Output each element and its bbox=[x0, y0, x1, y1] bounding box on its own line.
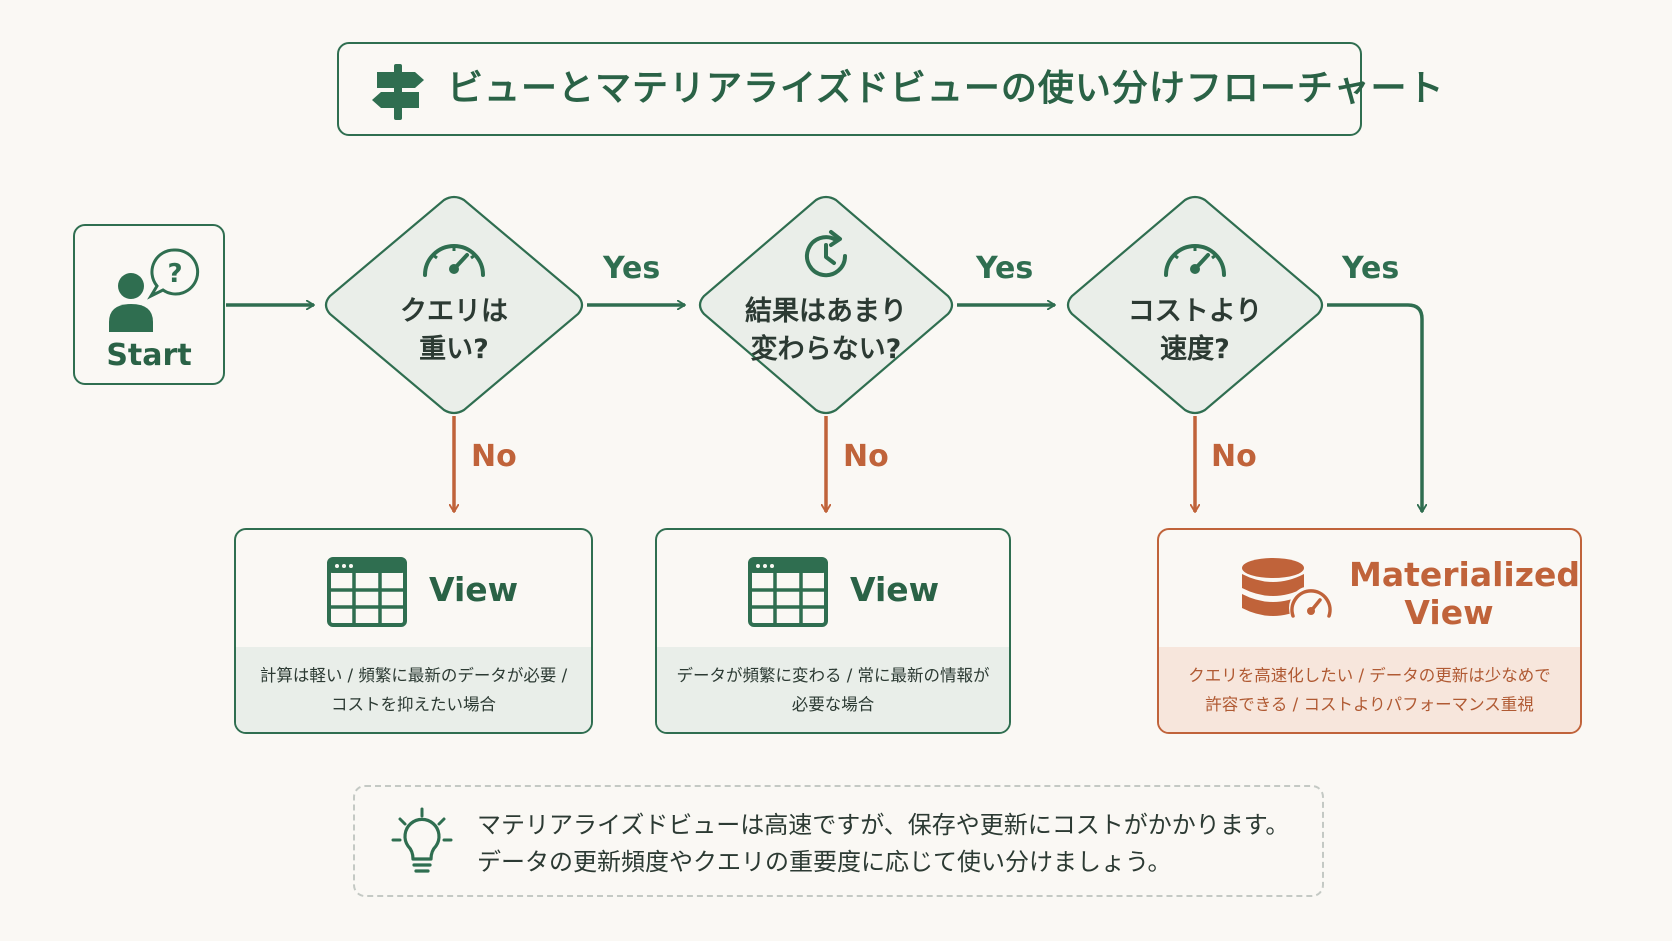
no-label-3: No bbox=[1211, 439, 1257, 474]
page-title: ビューとマテリアライズドビューの使い分けフローチャート bbox=[447, 68, 1445, 109]
result-desc-2: データが頻繁に変わる / 常に最新の情報が 必要な場合 bbox=[657, 647, 1009, 732]
decision-1-text: クエリは 重い? bbox=[400, 296, 508, 365]
decision-2-text: 結果はあまり 変わらない? bbox=[745, 296, 907, 365]
arrow-d3-yes bbox=[1327, 303, 1422, 512]
result-title-materialized-view: Materialized View bbox=[1349, 555, 1580, 632]
decision-diamond-2 bbox=[698, 195, 954, 415]
start-label: Start bbox=[106, 338, 192, 373]
database-speed-icon bbox=[1239, 556, 1339, 636]
yes-label-2: Yes bbox=[976, 251, 1034, 286]
no-label-1: No bbox=[471, 439, 517, 474]
result-desc-3: クエリを高速化したい / データの更新は少なめで 許容できる / コストよりパフ… bbox=[1159, 647, 1580, 732]
clock-refresh-icon bbox=[798, 228, 854, 288]
result-title-view-1: View bbox=[429, 570, 519, 609]
yes-label-1: Yes bbox=[603, 251, 661, 286]
result-desc-1: 計算は軽い / 頻繁に最新のデータが必要 / コストを抑えたい場合 bbox=[236, 647, 591, 732]
yes-label-3: Yes bbox=[1342, 251, 1400, 286]
decision-3-text: コストより 速度? bbox=[1127, 296, 1263, 365]
note-box: マテリアライズドビューは高速ですが、保存や更新にコストがかかります。 データの更… bbox=[353, 785, 1324, 897]
title-box: ビューとマテリアライズドビューの使い分けフローチャート bbox=[337, 42, 1445, 136]
signpost-icon bbox=[367, 60, 429, 126]
result-title-view-2: View bbox=[850, 570, 940, 609]
note-text: マテリアライズドビューは高速ですが、保存や更新にコストがかかります。 データの更… bbox=[477, 811, 1290, 876]
table-icon bbox=[327, 557, 407, 631]
result-view-1: View 計算は軽い / 頻繁に最新のデータが必要 / コストを抑えたい場合 bbox=[234, 528, 593, 734]
table-icon bbox=[748, 557, 828, 631]
decision-diamond-1 bbox=[324, 195, 584, 415]
decision-diamond-3 bbox=[1066, 195, 1324, 415]
result-view-2: View データが頻繁に変わる / 常に最新の情報が 必要な場合 bbox=[655, 528, 1011, 734]
speedometer-icon bbox=[419, 231, 489, 285]
no-label-2: No bbox=[843, 439, 889, 474]
speedometer-icon bbox=[1160, 231, 1230, 285]
start-node: ? Start bbox=[73, 224, 225, 385]
result-materialized-view: Materialized View クエリを高速化したい / データの更新は少な… bbox=[1157, 528, 1582, 734]
svg-text:?: ? bbox=[167, 259, 182, 289]
lightbulb-icon bbox=[391, 807, 453, 881]
person-question-icon: ? bbox=[105, 246, 201, 336]
